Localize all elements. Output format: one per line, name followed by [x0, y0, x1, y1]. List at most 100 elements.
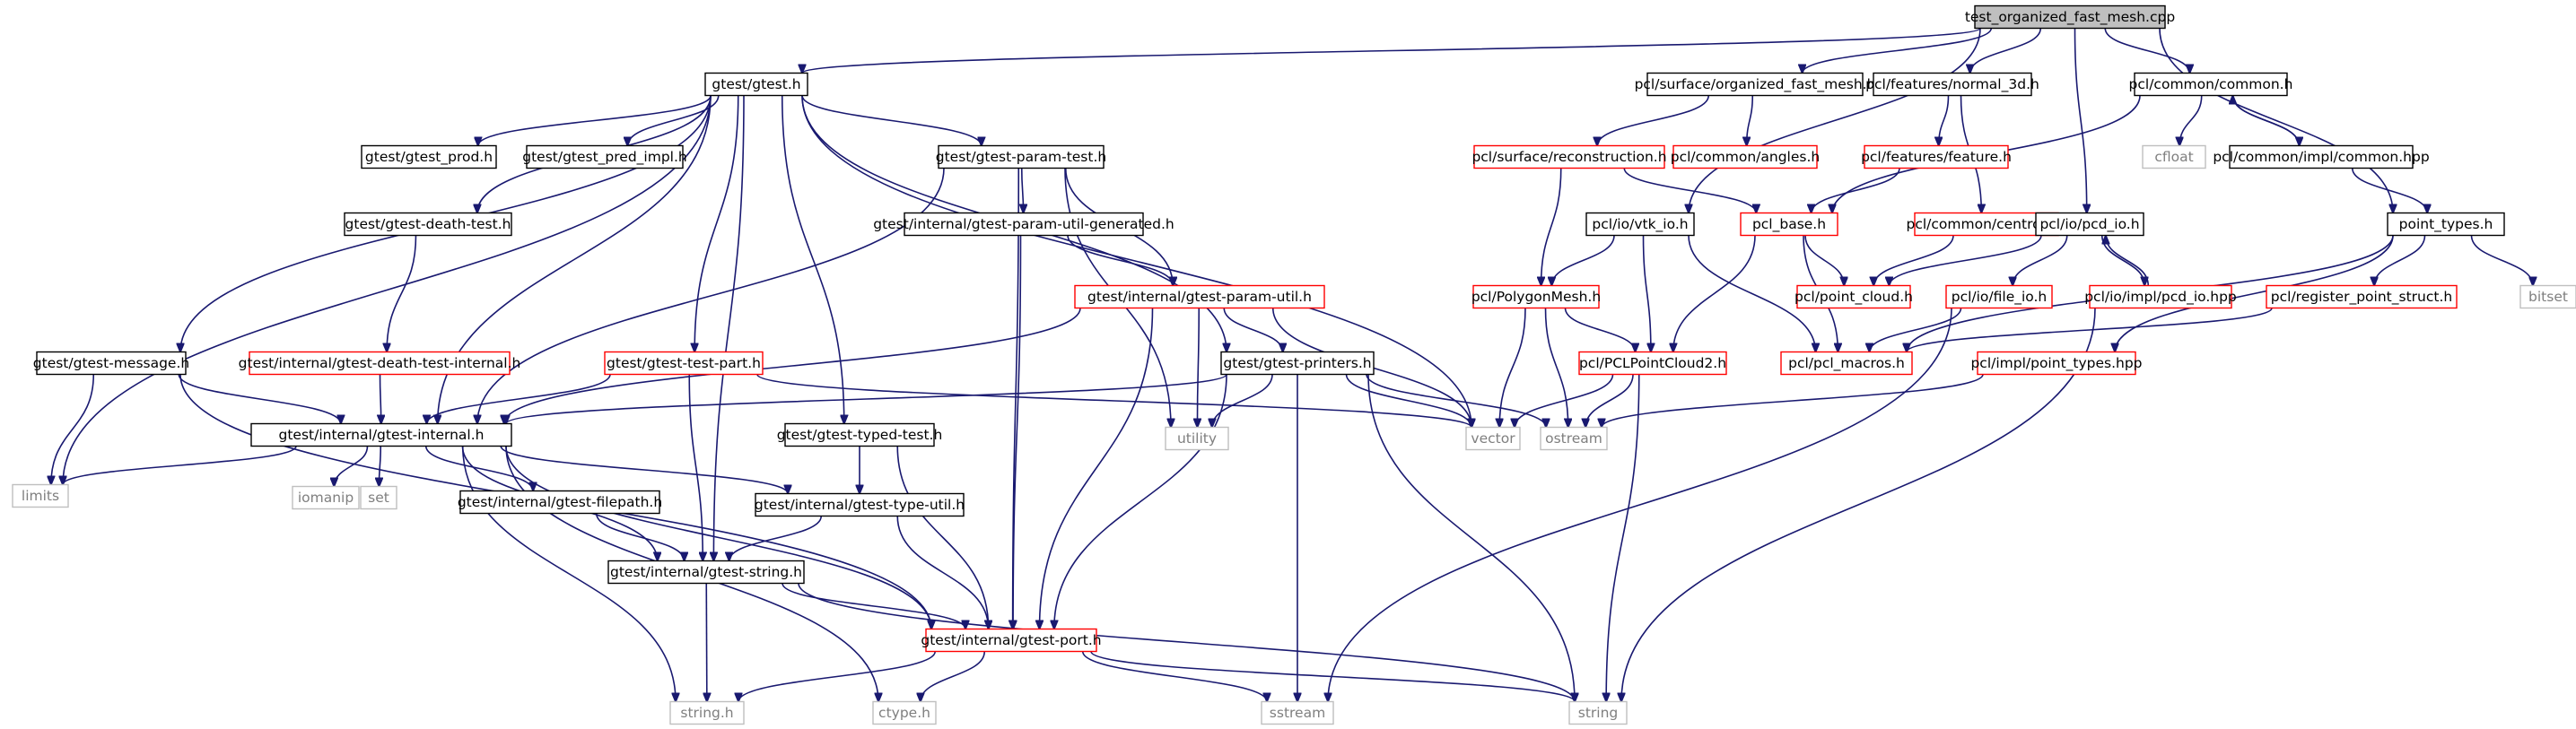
node-vtkio[interactable]: pcl/io/vtk_io.h	[1585, 212, 1695, 237]
node-box-commonhpp	[2229, 144, 2414, 169]
node-box-internal	[250, 422, 512, 447]
node-label-pcdiohpp: pcl/io/impl/pcd_io.hpp	[2084, 289, 2237, 306]
node-fileio[interactable]: pcl/io/file_io.h	[1945, 284, 2053, 309]
node-root[interactable]: test_organized_fast_mesh.cpp	[1965, 4, 2175, 30]
node-feature[interactable]: pcl/features/feature.h	[1861, 144, 2012, 169]
node-label-pointcloud: pcl/point_cloud.h	[1794, 289, 1913, 306]
node-box-feature	[1864, 144, 2009, 169]
node-label-utility: utility	[1177, 430, 1217, 447]
edge-root-to-gtest	[802, 27, 1981, 74]
node-paramtest[interactable]: gtest/gtest-param-test.h	[936, 144, 1106, 169]
node-prod[interactable]: gtest/gtest_prod.h	[361, 144, 497, 169]
edge-internal-to-limits	[63, 446, 297, 485]
node-pcdiohpp[interactable]: pcl/io/impl/pcd_io.hpp	[2084, 284, 2237, 309]
node-label-limits: limits	[22, 488, 59, 504]
node-label-predimpl: gtest/gtest_pred_impl.h	[522, 149, 686, 166]
node-macros[interactable]: pcl/pcl_macros.h	[1780, 351, 1913, 376]
node-gtest[interactable]: gtest/gtest.h	[704, 72, 808, 97]
node-label-pu: gtest/internal/gtest-param-util.h	[1087, 289, 1312, 305]
node-pcdio[interactable]: pcl/io/pcd_io.h	[2035, 212, 2144, 237]
node-limits: limits	[12, 483, 69, 508]
node-box-pugen	[904, 212, 1144, 237]
node-label-dtinternal: gtest/internal/gtest-death-test-internal…	[239, 355, 521, 371]
node-n3d[interactable]: pcl/features/normal_3d.h	[1865, 72, 2039, 97]
edge-filepath-to-gstring	[595, 513, 685, 561]
node-ptypeshpp[interactable]: pcl/impl/point_types.hpp	[1970, 351, 2143, 376]
node-internal[interactable]: gtest/internal/gtest-internal.h	[250, 422, 512, 447]
node-pclbase[interactable]: pcl_base.h	[1740, 212, 1838, 237]
node-box-typedtest	[784, 422, 935, 447]
node-gstring[interactable]: gtest/internal/gtest-string.h	[607, 560, 805, 585]
node-label-deathtest: gtest/gtest-death-test.h	[345, 216, 511, 232]
node-label-iomanip: iomanip	[298, 490, 354, 506]
node-box-recon	[1473, 144, 1665, 169]
node-regstruct[interactable]: pcl/register_point_struct.h	[2266, 284, 2458, 309]
edge-pu-to-utility	[1197, 308, 1199, 428]
node-label-vector: vector	[1471, 430, 1515, 447]
node-box-pointcloud	[1796, 284, 1911, 309]
node-port[interactable]: gtest/internal/gtest-port.h	[921, 628, 1102, 653]
node-pointcloud[interactable]: pcl/point_cloud.h	[1794, 284, 1913, 309]
node-box-vtkio	[1585, 212, 1695, 237]
node-recon[interactable]: pcl/surface/reconstruction.h	[1471, 144, 1667, 169]
edge-pugen-to-port	[1013, 235, 1022, 629]
node-pu[interactable]: gtest/internal/gtest-param-util.h	[1074, 284, 1325, 309]
node-string: string	[1568, 700, 1628, 725]
node-label-gstring: gtest/internal/gtest-string.h	[610, 564, 802, 580]
node-label-commonhpp: pcl/common/impl/common.hpp	[2213, 149, 2429, 165]
node-filepath[interactable]: gtest/internal/gtest-filepath.h	[458, 490, 662, 515]
edge-printers-to-string	[1367, 374, 1575, 702]
node-commonhpp[interactable]: pcl/common/impl/common.hpp	[2213, 144, 2430, 169]
edge-gstring-to-stringh	[706, 583, 707, 702]
node-ptypes[interactable]: point_types.h	[2387, 212, 2505, 237]
edge-testpart-to-vector	[756, 373, 1471, 428]
node-label-common: pcl/common/common.h	[2129, 76, 2293, 92]
node-box-utility	[1165, 426, 1229, 451]
node-vector: vector	[1465, 426, 1521, 451]
node-pugen[interactable]: gtest/internal/gtest-param-util-generate…	[873, 212, 1174, 237]
edge-pcdiohpp-to-pcdio	[2106, 236, 2150, 286]
node-pcl2[interactable]: pcl/PCLPointCloud2.h	[1578, 351, 1727, 376]
edge-message-to-internal	[178, 374, 341, 424]
edge-feature-to-pclbase	[1812, 168, 1900, 213]
node-typedtest[interactable]: gtest/gtest-typed-test.h	[777, 422, 943, 447]
node-common[interactable]: pcl/common/common.h	[2129, 72, 2293, 97]
edge-ptypeshpp-to-ostream	[1602, 374, 1984, 428]
edge-commonhpp-to-common	[2232, 96, 2301, 146]
edge-pcdio-to-pcdiohpp	[2100, 235, 2144, 286]
edge-paramtest-to-pugen	[1022, 168, 1024, 213]
node-box-polymesh	[1472, 284, 1600, 309]
edge-root-to-vtkio	[1689, 28, 1981, 213]
edge-root-to-ptypes	[2159, 28, 2393, 213]
node-box-pclbase	[1740, 212, 1838, 237]
node-box-cfloat	[2142, 144, 2206, 169]
node-typeutil[interactable]: gtest/internal/gtest-type-util.h	[755, 492, 965, 517]
node-angles[interactable]: pcl/common/angles.h	[1671, 144, 1820, 169]
edge-regstruct-to-macros	[1907, 307, 2273, 352]
node-testpart[interactable]: gtest/gtest-test-part.h	[604, 351, 764, 376]
edge-root-to-common	[2104, 28, 2189, 74]
node-polymesh[interactable]: pcl/PolygonMesh.h	[1471, 284, 1601, 309]
node-box-predimpl	[526, 144, 684, 169]
edge-printers-to-vector	[1345, 374, 1472, 428]
node-deathtest[interactable]: gtest/gtest-death-test.h	[344, 212, 512, 237]
node-predimpl[interactable]: gtest/gtest_pred_impl.h	[522, 144, 687, 169]
edge-ptypes-to-ptypeshpp	[2115, 235, 2394, 352]
edge-common-to-cfloat	[2179, 95, 2203, 146]
node-ostream: ostream	[1540, 426, 1608, 451]
node-cfloat: cfloat	[2142, 144, 2206, 169]
node-dtinternal[interactable]: gtest/internal/gtest-death-test-internal…	[239, 351, 521, 376]
edge-pcdio-to-pointcloud	[1889, 235, 2042, 286]
node-message[interactable]: gtest/gtest-message.h	[33, 351, 189, 376]
node-printers[interactable]: gtest/gtest-printers.h	[1220, 351, 1375, 376]
node-box-pu	[1074, 284, 1325, 309]
node-label-stringh: string.h	[680, 705, 733, 721]
node-ofm[interactable]: pcl/surface/organized_fast_mesh.h	[1635, 72, 1876, 97]
edge-pu-to-internal	[504, 308, 1081, 424]
edge-gtest-to-limits	[63, 95, 712, 485]
edge-pugen-to-pu	[1067, 235, 1174, 286]
dependency-nodes: test_organized_fast_mesh.cpp gtest/gtest.…	[12, 4, 2576, 725]
node-label-n3d: pcl/features/normal_3d.h	[1865, 76, 2039, 93]
node-label-ptypes: point_types.h	[2399, 216, 2493, 233]
node-label-set: set	[368, 490, 389, 506]
